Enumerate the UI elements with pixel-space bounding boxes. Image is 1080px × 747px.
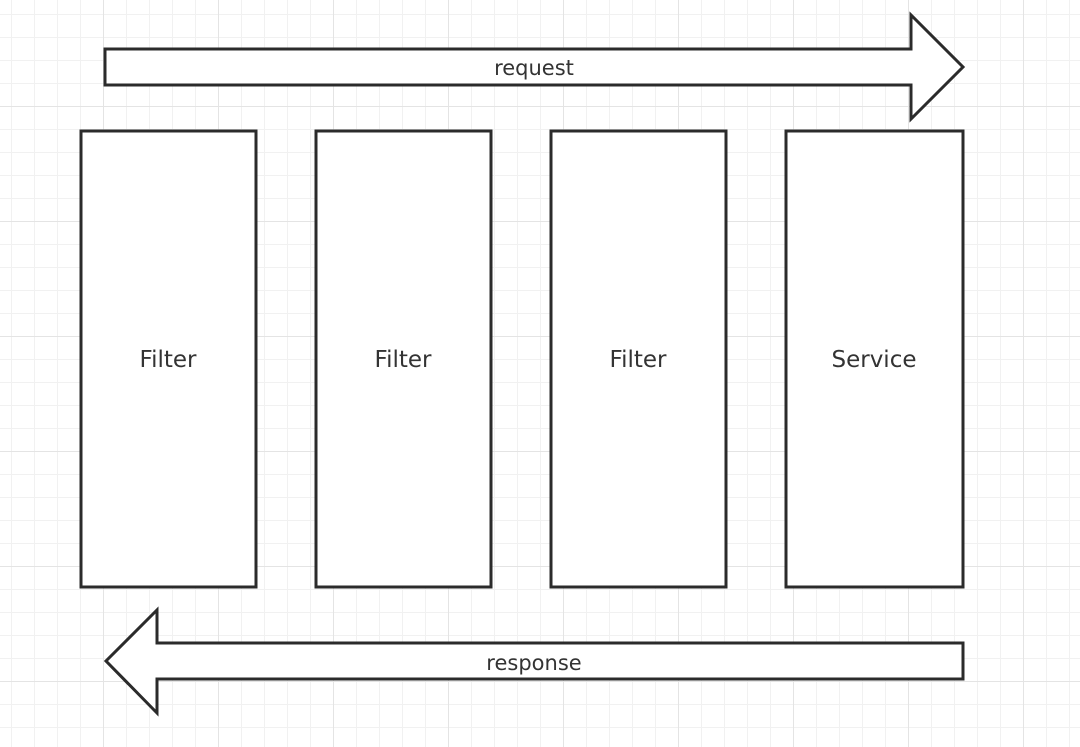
service-box-label: Service (831, 347, 916, 373)
filter-box-1-label: Filter (140, 347, 198, 373)
service-box-rect (784, 129, 965, 589)
request-arrow: request (103, 11, 966, 123)
filter-box-3: Filter (549, 129, 728, 589)
filter-box-2-rect (314, 129, 493, 589)
filter-box-1: Filter (79, 129, 258, 589)
request-arrow-shape (103, 11, 966, 123)
request-arrow-label: request (494, 56, 574, 80)
service-box: Service (784, 129, 965, 589)
filter-box-3-rect (549, 129, 728, 589)
filter-box-2-label: Filter (375, 347, 433, 373)
filter-box-1-rect (79, 129, 258, 589)
response-arrow: response (103, 606, 965, 717)
response-arrow-label: response (486, 651, 581, 675)
response-arrow-shape (103, 606, 965, 717)
filter-box-2: Filter (314, 129, 493, 589)
filter-box-3-label: Filter (610, 347, 668, 373)
